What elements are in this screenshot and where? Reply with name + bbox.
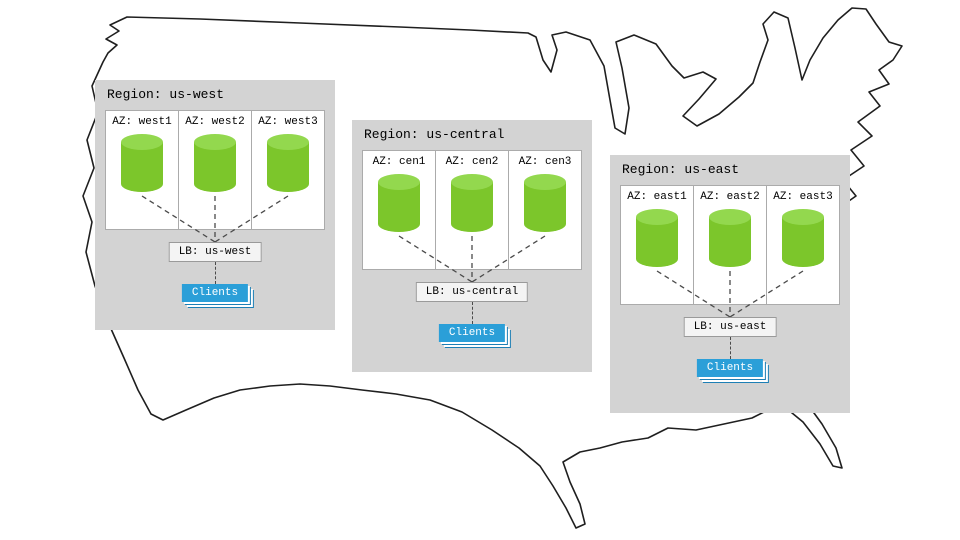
database-cylinder-icon <box>194 134 236 192</box>
database-cylinder-icon <box>709 209 751 267</box>
clients-box: Clients <box>438 324 506 342</box>
database-cylinder-icon <box>267 134 309 192</box>
region-us-east: Region: us-east AZ: east1 AZ: east2 AZ: … <box>610 155 850 413</box>
database-cylinder-icon <box>636 209 678 267</box>
clients-box: Clients <box>181 284 249 302</box>
region-title: Region: us-central <box>364 127 505 142</box>
az-label: AZ: west2 <box>185 116 245 128</box>
load-balancer-box: LB: us-central <box>415 282 529 302</box>
az-panel: AZ: east1 AZ: east2 AZ: east3 <box>620 185 840 305</box>
load-balancer-box: LB: us-west <box>168 242 262 262</box>
lb-to-clients-connector <box>730 337 731 359</box>
az-label: AZ: west3 <box>258 116 318 128</box>
az-label: AZ: east1 <box>627 191 687 203</box>
az-zone: AZ: cen1 <box>363 151 436 269</box>
region-us-west: Region: us-west AZ: west1 AZ: west2 AZ: … <box>95 80 335 330</box>
az-zone: AZ: west1 <box>106 111 179 229</box>
az-label: AZ: cen2 <box>445 156 499 168</box>
az-zone: AZ: east3 <box>767 186 839 304</box>
database-cylinder-icon <box>524 174 566 232</box>
database-cylinder-icon <box>451 174 493 232</box>
az-label: AZ: east2 <box>700 191 760 203</box>
region-us-central: Region: us-central AZ: cen1 AZ: cen2 AZ:… <box>352 120 592 372</box>
database-cylinder-icon <box>378 174 420 232</box>
az-zone: AZ: east2 <box>694 186 767 304</box>
database-cylinder-icon <box>121 134 163 192</box>
load-balancer-box: LB: us-east <box>683 317 777 337</box>
region-title: Region: us-west <box>107 87 225 102</box>
az-panel: AZ: cen1 AZ: cen2 AZ: cen3 <box>362 150 582 270</box>
az-label: AZ: cen3 <box>518 156 572 168</box>
clients-box: Clients <box>696 359 764 377</box>
az-zone: AZ: east1 <box>621 186 694 304</box>
region-title: Region: us-east <box>622 162 740 177</box>
az-label: AZ: west1 <box>112 116 172 128</box>
az-zone: AZ: west3 <box>252 111 324 229</box>
az-label: AZ: east3 <box>773 191 833 203</box>
az-panel: AZ: west1 AZ: west2 AZ: west3 <box>105 110 325 230</box>
lb-to-clients-connector <box>215 262 216 284</box>
az-zone: AZ: west2 <box>179 111 252 229</box>
database-cylinder-icon <box>782 209 824 267</box>
az-zone: AZ: cen3 <box>509 151 581 269</box>
lb-to-clients-connector <box>472 302 473 324</box>
az-label: AZ: cen1 <box>372 156 426 168</box>
az-zone: AZ: cen2 <box>436 151 509 269</box>
